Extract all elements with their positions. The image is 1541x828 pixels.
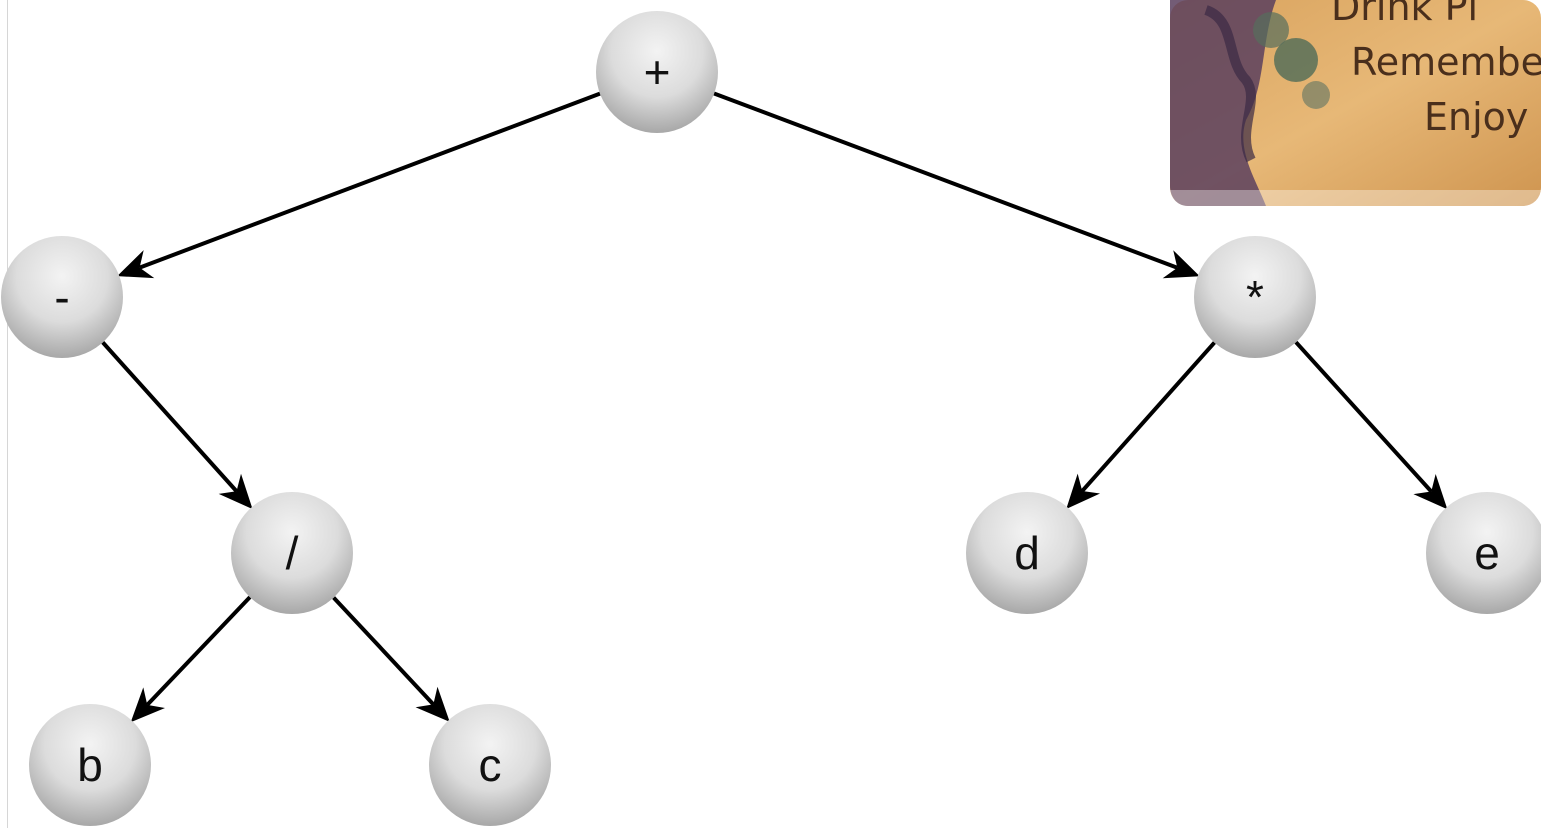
node-d-label: d xyxy=(1014,527,1040,579)
edge-plus-to-minus xyxy=(117,91,601,279)
node-b-circle xyxy=(29,704,151,826)
node-b-label: b xyxy=(77,739,103,791)
postcard-line-1: Drink Pl xyxy=(1331,0,1478,29)
edge-plus-to-times-arrowhead xyxy=(1162,250,1200,279)
node-e-circle xyxy=(1426,492,1541,614)
node-minus-circle xyxy=(1,236,123,358)
node-plus-circle xyxy=(596,11,718,133)
edge-times-to-e xyxy=(1294,340,1448,510)
node-c-circle xyxy=(429,704,551,826)
edge-div-to-c-line xyxy=(332,596,435,706)
edge-times-to-e-arrowhead xyxy=(1413,474,1448,510)
postcard-line-3: Enjoy xyxy=(1424,95,1528,139)
node-div-label: / xyxy=(286,527,299,579)
node-times-circle xyxy=(1194,236,1316,358)
edge-div-to-b xyxy=(130,595,252,723)
left-border-line xyxy=(7,0,8,828)
edge-times-to-e-line xyxy=(1294,340,1433,493)
edge-times-to-d xyxy=(1066,341,1216,509)
edge-div-to-b-arrowhead xyxy=(130,687,166,723)
node-b: b xyxy=(29,704,151,826)
node-plus-label: + xyxy=(644,46,671,98)
node-plus: + xyxy=(596,11,718,133)
node-d: d xyxy=(966,492,1088,614)
node-c-label: c xyxy=(479,739,502,791)
edge-plus-to-times xyxy=(713,91,1200,279)
edge-div-to-c-arrowhead xyxy=(415,686,450,722)
node-d-circle xyxy=(966,492,1088,614)
edge-plus-to-minus-line xyxy=(138,91,601,270)
edge-div-to-c xyxy=(332,596,450,722)
node-times-label: * xyxy=(1246,271,1264,323)
edge-minus-to-div-line xyxy=(101,341,239,493)
edge-plus-to-minus-arrowhead xyxy=(117,250,155,279)
node-minus: - xyxy=(1,236,123,358)
node-div: / xyxy=(231,492,353,614)
edge-plus-to-times-line xyxy=(713,91,1179,270)
node-minus-label: - xyxy=(54,271,69,323)
postcard-line-2: Remembe xyxy=(1351,40,1541,84)
node-div-circle xyxy=(231,492,353,614)
tree-illustration xyxy=(1170,0,1276,206)
edge-minus-to-div-arrowhead xyxy=(218,473,253,510)
node-e: e xyxy=(1426,492,1541,614)
postcard-image: Drink Pl Remembe Enjoy xyxy=(1166,0,1541,212)
edge-minus-to-div xyxy=(101,341,253,510)
edge-times-to-d-line xyxy=(1080,341,1216,493)
node-e-label: e xyxy=(1474,527,1500,579)
node-times: * xyxy=(1194,236,1316,358)
node-c: c xyxy=(429,704,551,826)
edge-times-to-d-arrowhead xyxy=(1066,473,1101,509)
edge-div-to-b-line xyxy=(145,595,252,707)
